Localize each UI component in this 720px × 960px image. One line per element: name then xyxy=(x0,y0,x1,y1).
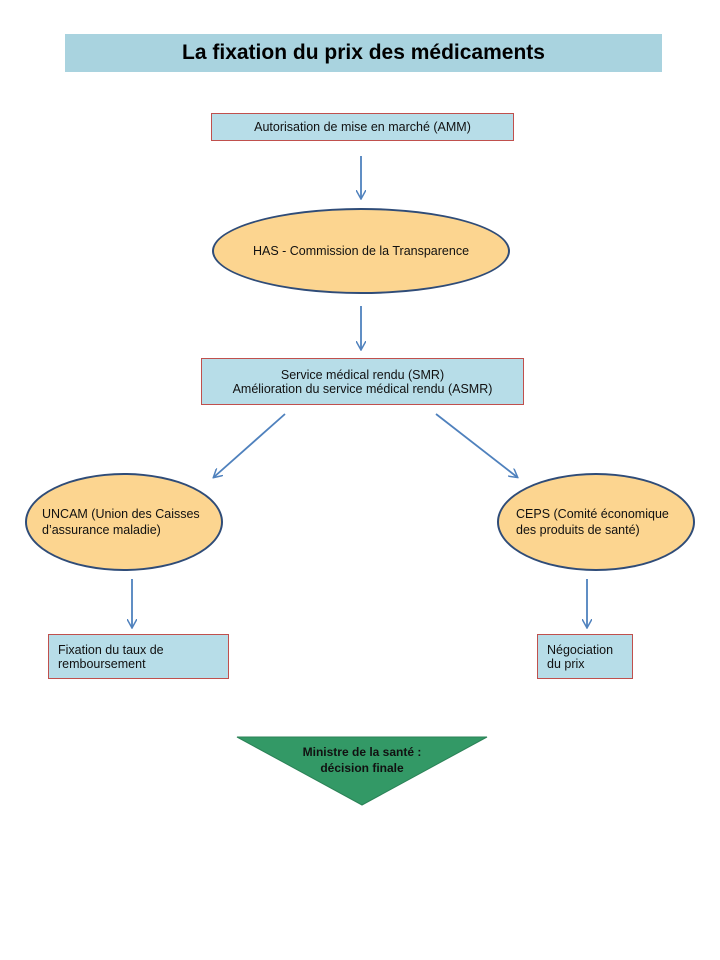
arrow-smr-ceps xyxy=(435,413,517,477)
negociation-box: Négociation du prix xyxy=(537,634,633,679)
uncam-ellipse: UNCAM (Union des Caisses d’assurance mal… xyxy=(25,473,223,571)
fixation-label-line1: Fixation du taux de xyxy=(58,642,164,657)
negociation-label-line1: Négociation xyxy=(547,642,614,657)
ceps-label-line1: CEPS (Comité économique xyxy=(516,507,669,521)
has-ellipse: HAS - Commission de la Transparence xyxy=(212,208,510,294)
uncam-label-line2: d’assurance maladie) xyxy=(42,523,161,537)
smr-label: Service médical rendu (SMR) xyxy=(280,367,445,382)
uncam-label-line1: UNCAM (Union des Caisses xyxy=(42,507,200,521)
smr-box: Service médical rendu (SMR) Amélioration… xyxy=(201,358,524,405)
ministre-label-line1: Ministre de la santé : xyxy=(302,745,422,759)
ministre-label: Ministre de la santé : décision finale xyxy=(287,744,437,776)
asmr-label: Amélioration du service médical rendu (A… xyxy=(232,381,493,396)
amm-label: Autorisation de mise en marché (AMM) xyxy=(254,120,471,134)
has-label: HAS - Commission de la Transparence xyxy=(252,244,470,258)
ministre-label-line2: décision finale xyxy=(320,761,404,775)
page-title: La fixation du prix des médicaments xyxy=(65,34,662,72)
fixation-box: Fixation du taux de remboursement xyxy=(48,634,229,679)
negociation-label-line2: du prix xyxy=(547,656,585,671)
ceps-label-line2: des produits de santé) xyxy=(516,523,640,537)
ministre-triangle xyxy=(236,736,488,806)
amm-box: Autorisation de mise en marché (AMM) xyxy=(211,113,514,141)
arrow-smr-uncam xyxy=(214,413,286,477)
fixation-label-line2: remboursement xyxy=(58,656,146,671)
ceps-ellipse: CEPS (Comité économique des produits de … xyxy=(497,473,695,571)
